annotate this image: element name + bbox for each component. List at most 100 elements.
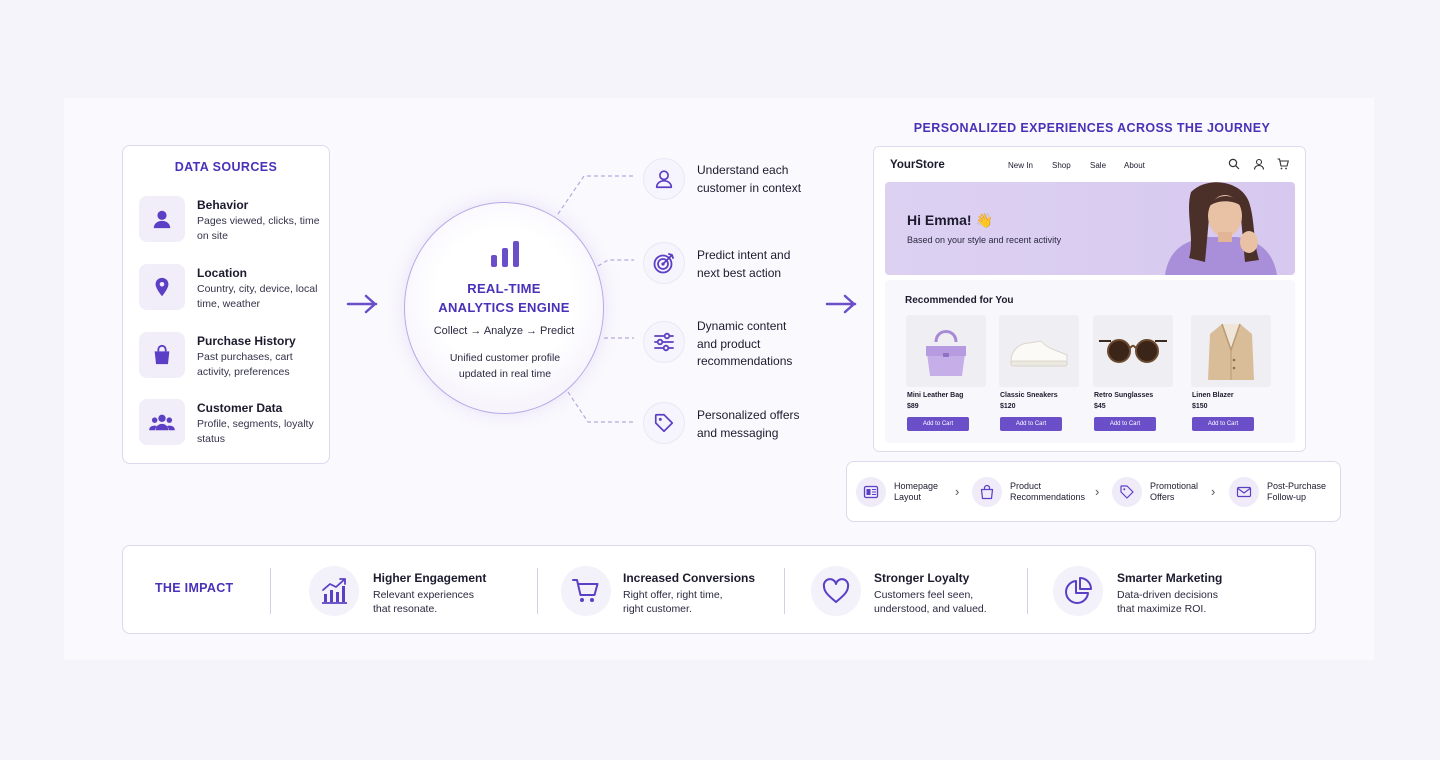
- location-pin-icon: [139, 264, 185, 310]
- store-logo[interactable]: YourStore: [890, 159, 945, 171]
- recommendations-section: Recommended for You Mini Leather Bag $89…: [885, 280, 1295, 443]
- engine-title-line: REAL-TIME: [467, 281, 541, 296]
- source-behavior: Behavior Pages viewed, clicks, time on s…: [139, 196, 325, 246]
- hero-greeting: Hi Emma! 👋: [907, 212, 993, 228]
- journey-line: Homepage: [894, 481, 939, 491]
- bag-icon: [972, 477, 1002, 507]
- analytics-engine: REAL-TIME ANALYTICS ENGINE Collect → Ana…: [404, 202, 604, 414]
- cart-icon[interactable]: [1277, 158, 1289, 170]
- users-group-icon: [139, 399, 185, 445]
- personalized-title: PERSONALIZED EXPERIENCES ACROSS THE JOUR…: [913, 121, 1271, 135]
- add-to-cart-button[interactable]: Add to Cart: [907, 417, 969, 431]
- target-icon: [643, 242, 685, 284]
- journey-promotional-offers: Promotional Offers: [1150, 481, 1230, 503]
- journey-line: Product: [1010, 481, 1042, 491]
- tag-icon: [643, 402, 685, 444]
- impact-desc: Relevant experiences that resonate.: [373, 588, 523, 616]
- arrow-right-icon: [346, 294, 378, 314]
- sliders-icon: [643, 321, 685, 363]
- search-icon[interactable]: [1228, 158, 1240, 170]
- chevron-right-icon: ›: [955, 484, 960, 499]
- source-customer-data: Customer Data Profile, segments, loyalty…: [139, 399, 325, 449]
- nav-shop[interactable]: Shop: [1052, 161, 1071, 170]
- user-icon: [139, 196, 185, 242]
- tag-icon: [1112, 477, 1142, 507]
- journey-line: Promotional: [1150, 481, 1199, 491]
- impact-name: Increased Conversions: [623, 571, 756, 585]
- product-name: Linen Blazer: [1192, 392, 1234, 399]
- source-purchase-history: Purchase History Past purchases, cart ac…: [139, 332, 325, 382]
- impact-desc-line: Relevant experiences: [373, 589, 474, 601]
- product-card[interactable]: Linen Blazer $150 Add to Cart: [1191, 315, 1273, 435]
- journey-post-purchase: Post-Purchase Follow-up: [1267, 481, 1347, 503]
- source-location: Location Country, city, device, local ti…: [139, 264, 325, 314]
- engine-note: Unified customer profile updated in real…: [449, 352, 561, 380]
- impact-desc-line: that maximize ROI.: [1117, 603, 1207, 615]
- source-desc: Pages viewed, clicks, time on site: [197, 215, 320, 242]
- nav-about[interactable]: About: [1124, 161, 1145, 170]
- blazer-product-image: [1191, 315, 1271, 387]
- add-to-cart-button[interactable]: Add to Cart: [1094, 417, 1156, 431]
- journey-strip: Homepage Layout › Product Recommendation…: [846, 461, 1341, 522]
- divider: [784, 568, 785, 614]
- engine-flow: Collect → Analyze → Predict: [433, 325, 575, 337]
- impact-desc-line: Customers feel seen,: [874, 589, 974, 601]
- source-name: Behavior: [197, 198, 249, 212]
- nav-sale[interactable]: Sale: [1090, 161, 1107, 170]
- impact-desc: Right offer, right time, right customer.: [623, 588, 773, 616]
- chevron-right-icon: ›: [1211, 484, 1216, 499]
- engine-title: REAL-TIME ANALYTICS ENGINE: [405, 279, 603, 317]
- source-name: Location: [197, 266, 247, 280]
- mail-icon: [1229, 477, 1259, 507]
- product-price: $45: [1094, 403, 1106, 410]
- person-icon: [643, 158, 685, 200]
- product-card[interactable]: Classic Sneakers $120 Add to Cart: [999, 315, 1081, 435]
- journey-line: Offers: [1150, 492, 1175, 502]
- source-desc: Profile, segments, loyalty status: [197, 418, 314, 445]
- hero-model-image: [1165, 182, 1277, 275]
- product-card[interactable]: Mini Leather Bag $89 Add to Cart: [906, 315, 988, 435]
- hero-banner: Hi Emma! 👋 Based on your style and recen…: [885, 182, 1295, 275]
- product-price: $89: [907, 403, 919, 410]
- capability-line: recommendations: [697, 354, 793, 368]
- impact-desc-line: Data-driven decisions: [1117, 589, 1218, 601]
- capability-dynamic-content: Dynamic content and product recommendati…: [697, 318, 827, 371]
- account-icon[interactable]: [1253, 158, 1265, 170]
- add-to-cart-button[interactable]: Add to Cart: [1192, 417, 1254, 431]
- journey-line: Follow-up: [1267, 492, 1307, 502]
- add-to-cart-button[interactable]: Add to Cart: [1000, 417, 1062, 431]
- arrow-right-icon: [825, 294, 857, 314]
- divider: [1027, 568, 1028, 614]
- layout-icon: [856, 477, 886, 507]
- journey-line: Post-Purchase: [1267, 481, 1327, 491]
- sunglasses-product-image: [1093, 315, 1173, 387]
- capability-line: customer in context: [697, 180, 802, 195]
- journey-product-recommendations: Product Recommendations: [1010, 481, 1090, 503]
- impact-desc-line: understood, and valued.: [874, 603, 987, 615]
- growth-chart-icon: [309, 566, 359, 616]
- product-name: Classic Sneakers: [1000, 392, 1058, 399]
- capability-line: Understand each: [697, 163, 789, 177]
- impact-name: Smarter Marketing: [1117, 571, 1223, 585]
- sneaker-product-image: [999, 315, 1079, 387]
- impact-name: Higher Engagement: [373, 571, 487, 585]
- source-desc: Past purchases, cart activity, preferenc…: [197, 351, 293, 378]
- data-sources-title: DATA SOURCES: [174, 160, 278, 174]
- product-price: $120: [1000, 403, 1016, 410]
- product-price: $150: [1192, 403, 1208, 410]
- impact-title: THE IMPACT: [155, 581, 234, 595]
- journey-homepage-layout: Homepage Layout: [894, 481, 974, 503]
- capability-line: and product: [697, 336, 761, 351]
- product-card[interactable]: Retro Sunglasses $45 Add to Cart: [1093, 315, 1175, 435]
- bar-chart-icon: [491, 241, 519, 267]
- capability-offers: Personalized offers and messaging: [697, 407, 827, 442]
- nav-new-in[interactable]: New In: [1008, 161, 1033, 170]
- data-sources-card: DATA SOURCES Behavior Pages viewed, clic…: [122, 145, 330, 464]
- capability-line: Personalized offers: [697, 408, 800, 422]
- capability-line: Predict intent and: [697, 248, 791, 262]
- heart-icon: [811, 566, 861, 616]
- journey-line: Layout: [894, 492, 922, 502]
- impact-bar: THE IMPACT Higher Engagement Relevant ex…: [122, 545, 1316, 634]
- chevron-right-icon: ›: [1095, 484, 1100, 499]
- source-name: Purchase History: [197, 334, 296, 348]
